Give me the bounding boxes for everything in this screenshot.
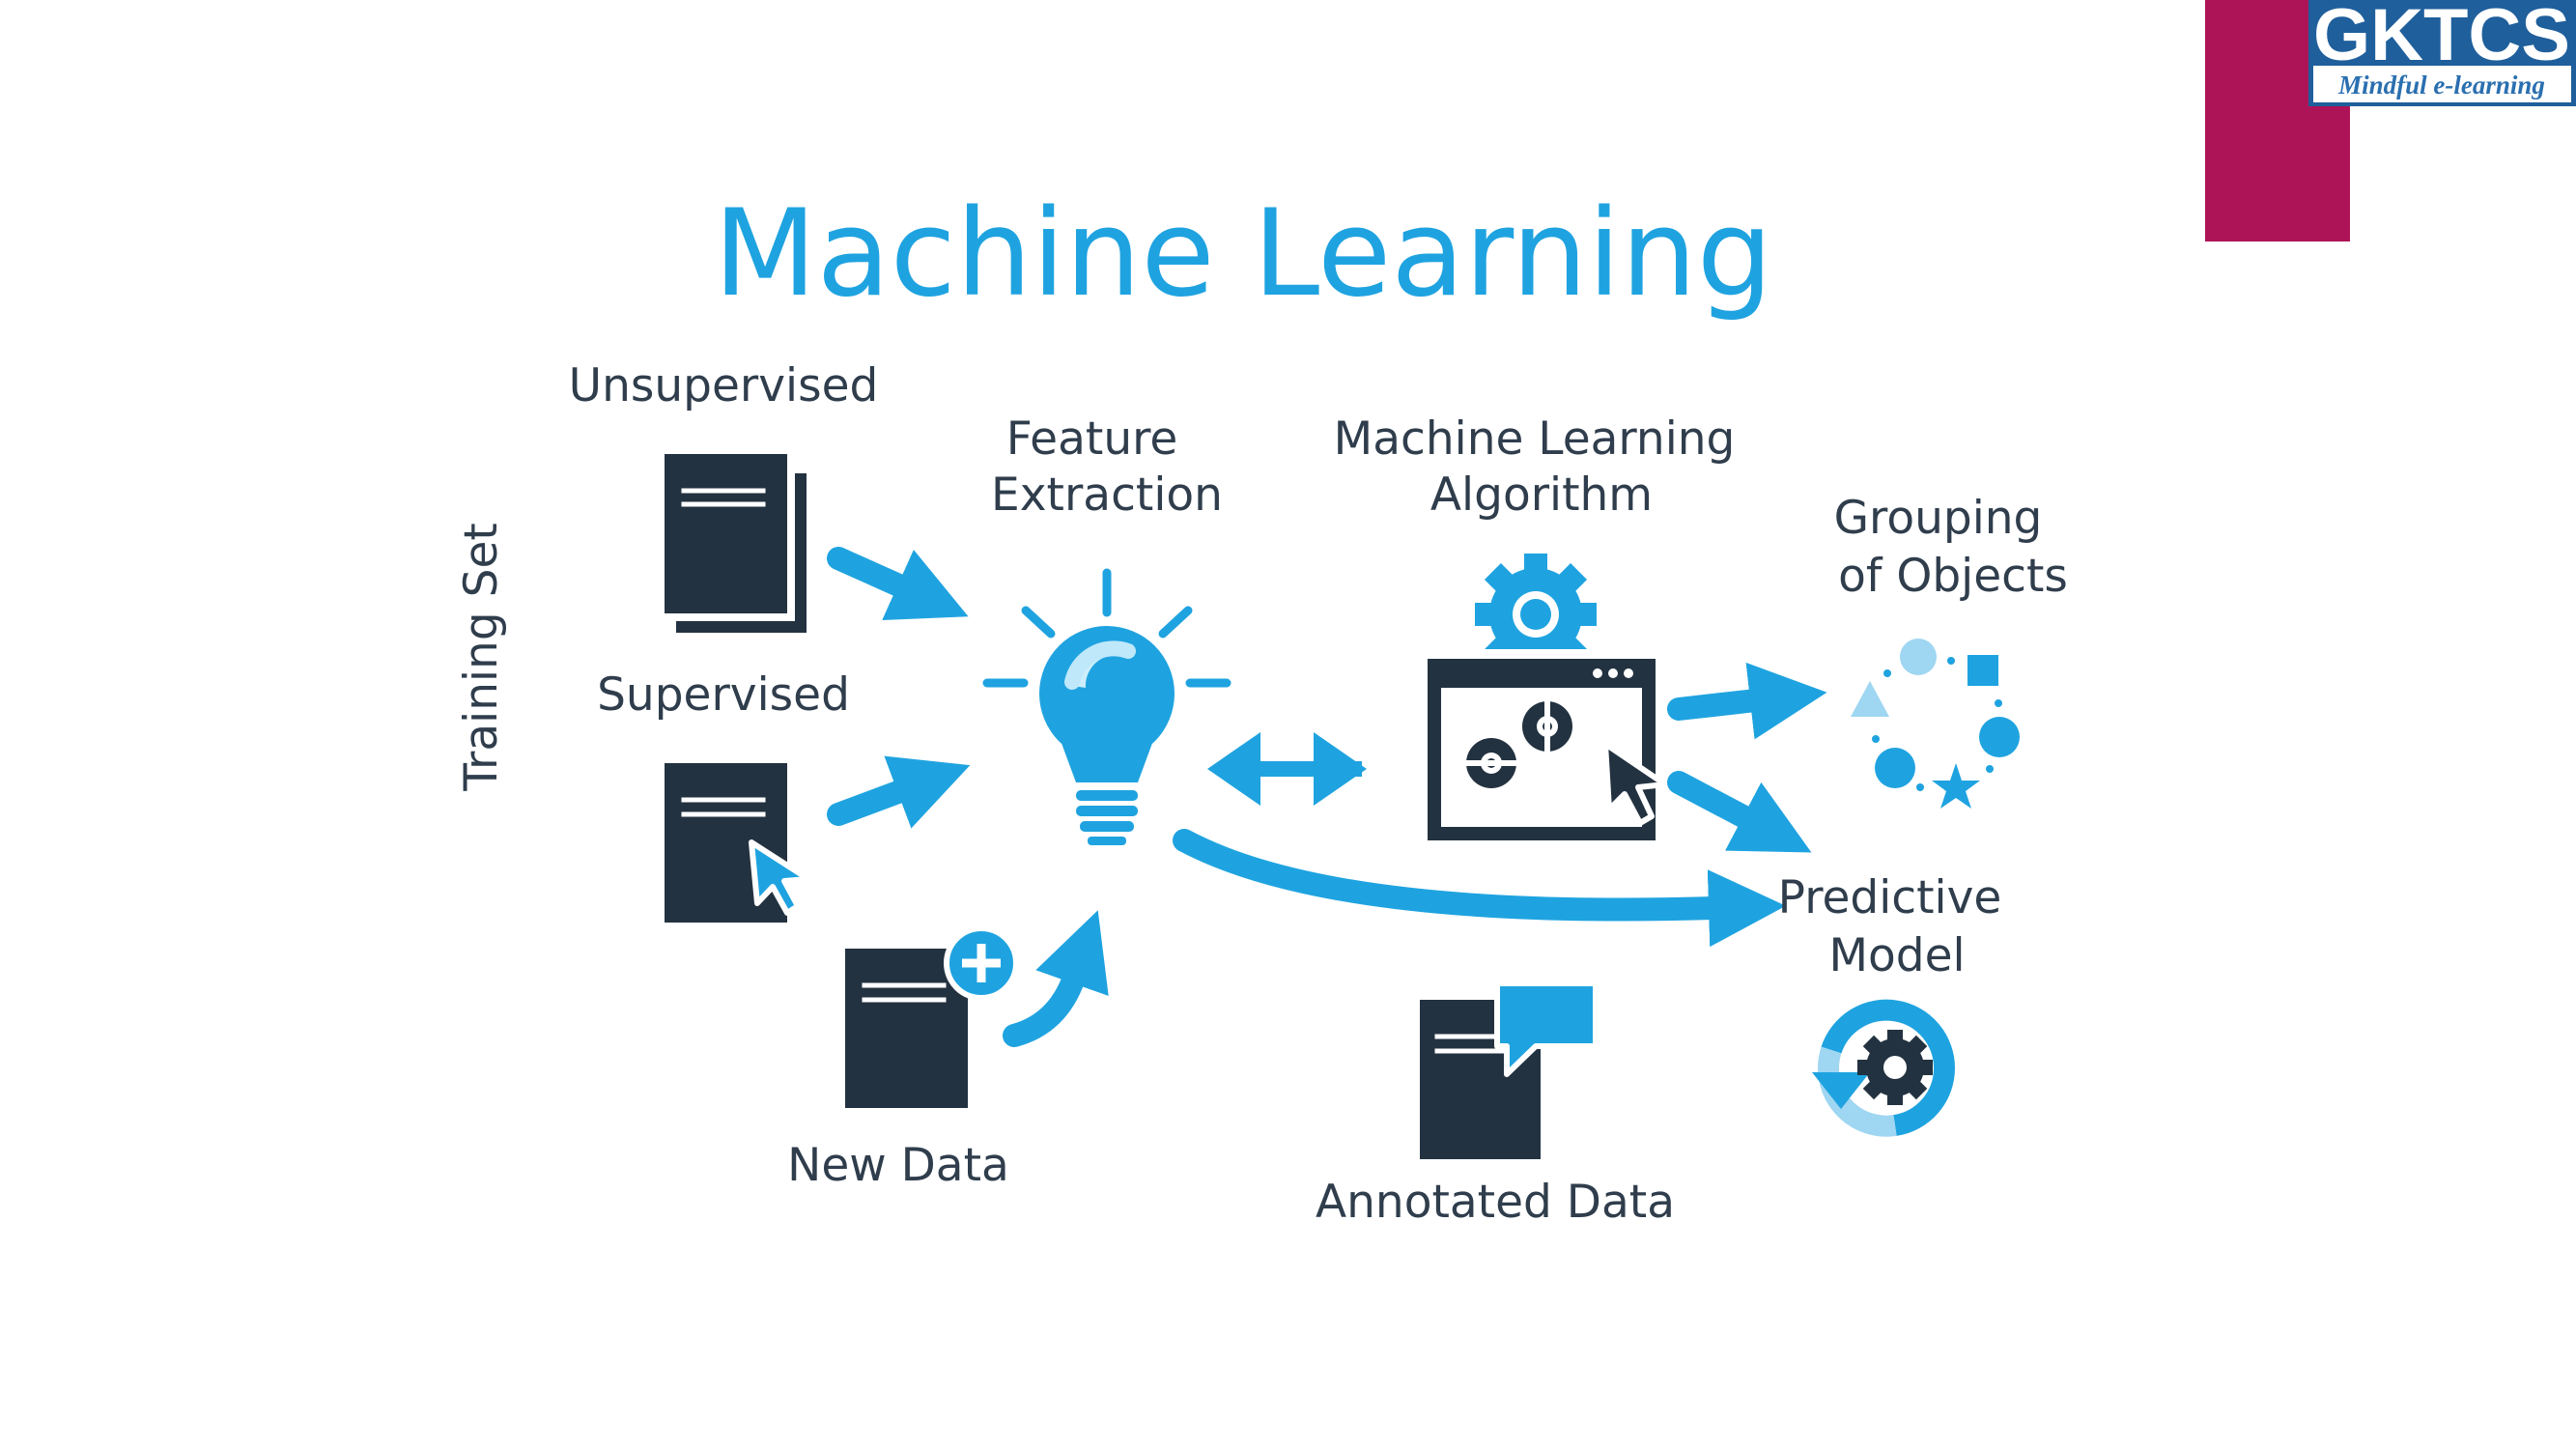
bidirectional-arrow — [1207, 732, 1367, 806]
grouping-objects-icon — [1851, 639, 2020, 809]
document-cursor-icon — [665, 763, 811, 923]
arrow-supervised-to-feature — [827, 755, 971, 829]
arrow-algorithm-to-predictive — [1667, 771, 1812, 853]
unsupervised-label: Unsupervised — [569, 359, 879, 412]
gear-icon — [1468, 554, 1603, 675]
ml-algorithm-label: Machine Learning Algorithm — [1334, 412, 1750, 522]
lightbulb-icon — [982, 568, 1231, 845]
logo-text: GKTCS — [2313, 0, 2570, 76]
arrow-unsupervised-to-feature — [827, 547, 969, 621]
algorithm-window-icon — [1428, 659, 1668, 840]
new-data-label: New Data — [787, 1139, 1009, 1192]
document-add-icon — [845, 925, 1019, 1108]
page-title: Machine Learning — [714, 185, 1773, 324]
document-stack-icon — [665, 454, 807, 633]
arrow-newdata-to-feature — [1003, 910, 1109, 1047]
grouping-label: Grouping of Objects — [1834, 492, 2068, 603]
logo-tagline-box — [2313, 66, 2571, 102]
feature-extraction-label: Feature Extraction — [991, 412, 1223, 522]
arrow-feature-to-predictive — [1173, 829, 1786, 948]
logo-tagline: Mindful e-learning — [2337, 71, 2545, 99]
brand-logo: GKTCS Mindful e-learning — [2205, 0, 2576, 242]
supervised-label: Supervised — [597, 668, 850, 722]
annotated-document-icon — [1420, 980, 1599, 1159]
refresh-gear-icon — [1812, 999, 1955, 1137]
predictive-model-label: Predictive Model — [1778, 871, 2017, 982]
training-set-label: Training Set — [455, 523, 508, 792]
annotated-data-label: Annotated Data — [1316, 1176, 1675, 1229]
arrow-algorithm-to-grouping — [1667, 662, 1827, 740]
